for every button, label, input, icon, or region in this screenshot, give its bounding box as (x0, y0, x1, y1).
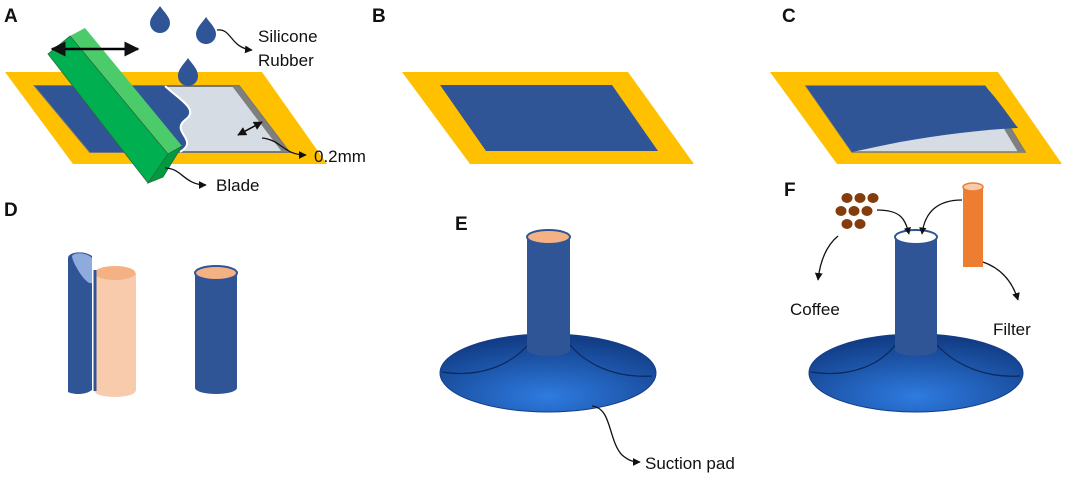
panel-a: A Silicone Rubber 0.2mm Blade (4, 6, 366, 195)
blade (47, 28, 183, 184)
blade-label: Blade (216, 176, 259, 195)
panel-letter-e: E (455, 214, 468, 235)
panel-c: C (770, 6, 1062, 164)
filter-tube (962, 182, 984, 267)
panel-letter-a: A (4, 6, 18, 27)
silicone-rubber-label-line1: Silicone (258, 27, 318, 46)
cured-silicone-sheet (440, 85, 658, 151)
suction-pad-label: Suction pad (645, 454, 735, 473)
panel-letter-f: F (784, 180, 796, 201)
panel-letter-d: D (4, 200, 18, 221)
thickness-label: 0.2mm (314, 147, 366, 166)
coffee-filter-column (894, 229, 938, 356)
silicone-cylinder (194, 265, 238, 394)
filter-label: Filter (993, 320, 1031, 339)
wrapping-cylinder (68, 252, 136, 397)
coffee-bean-icon (835, 193, 879, 229)
panel-d: D (4, 200, 238, 397)
panel-letter-c: C (782, 6, 796, 27)
coffee-label: Coffee (790, 300, 840, 319)
panel-e: E Suction pad (439, 214, 735, 473)
suction-column (526, 229, 571, 356)
silicone-rubber-label-line2: Rubber (258, 51, 314, 70)
suction-pad-f (808, 333, 1024, 413)
panel-letter-b: B (372, 6, 386, 27)
panel-b: B (372, 6, 694, 164)
silicone-drop-icon (150, 6, 216, 86)
peeling-silicone-sheet (806, 86, 1018, 152)
panel-f: F Coffee Filte (784, 180, 1031, 413)
